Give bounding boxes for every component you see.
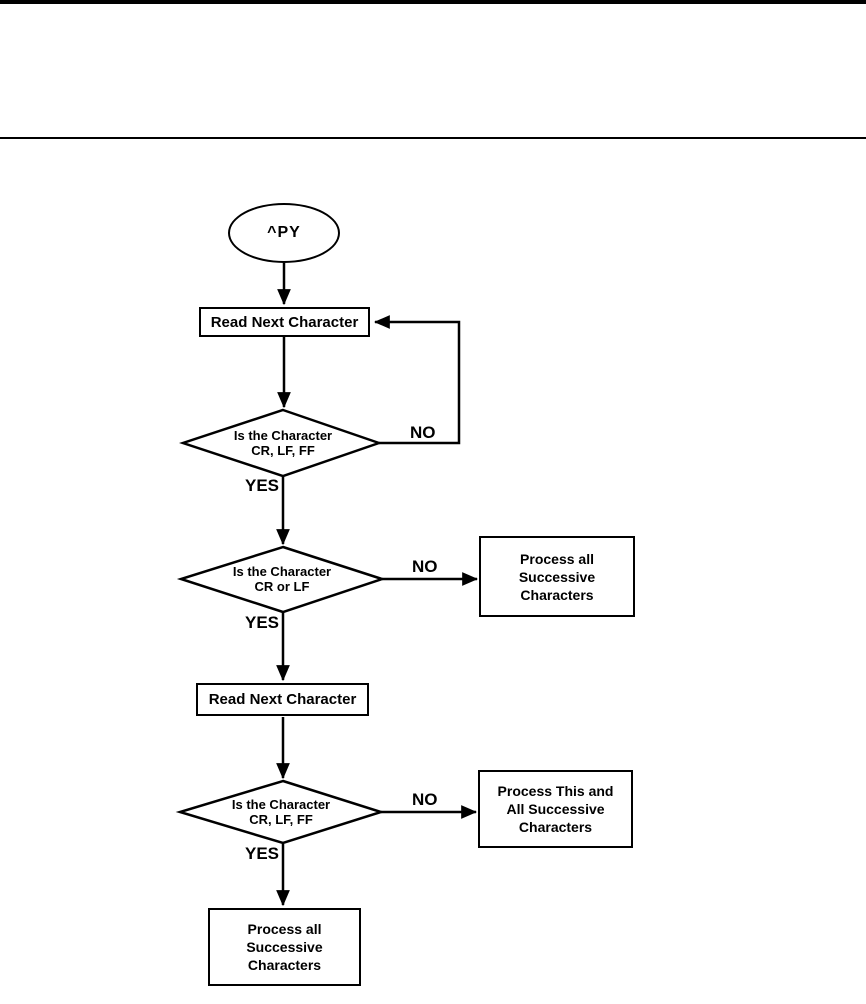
process-all-successive-2-line1: Process all bbox=[247, 921, 322, 937]
arrow-decision1-no-loop bbox=[373, 315, 461, 445]
process-this-and-all-line2: All Successive bbox=[506, 801, 605, 817]
scan-edge-bar bbox=[0, 0, 866, 4]
branch-label-no-1: NO bbox=[410, 423, 436, 442]
branch-label-yes-3: YES bbox=[245, 844, 280, 863]
process-this-and-all: Process This and All Successive Characte… bbox=[478, 770, 633, 848]
process-all-successive-1: Process all Successive Characters bbox=[479, 536, 635, 617]
process-all-successive-1-line1: Process all bbox=[520, 550, 594, 567]
decision-2-text: Is the Character CR or LF bbox=[182, 564, 382, 594]
decision-3-text: Is the Character CR, LF, FF bbox=[181, 797, 381, 827]
process-all-successive-2-line2: Successive bbox=[246, 939, 323, 955]
decision-1-text: Is the Character CR, LF, FF bbox=[183, 428, 383, 458]
start-terminator: ^PY bbox=[228, 203, 340, 263]
process-read-next-1-label: Read Next Character bbox=[210, 313, 359, 331]
decision-diamond-1 bbox=[179, 408, 383, 478]
header-rule-line bbox=[0, 137, 866, 139]
branch-label-yes-1: YES bbox=[245, 476, 280, 495]
decision-1-line1: Is the Character bbox=[233, 428, 333, 443]
decision-1-line2: CR, LF, FF bbox=[251, 443, 315, 458]
decision-3-line2: CR, LF, FF bbox=[249, 812, 313, 827]
process-read-next-2: Read Next Character bbox=[196, 683, 369, 716]
decision-diamond-3 bbox=[175, 779, 386, 845]
branch-label-no-2: NO bbox=[412, 557, 438, 576]
process-all-successive-1-line3: Characters bbox=[520, 586, 594, 603]
process-this-and-all-line3: Characters bbox=[518, 819, 593, 835]
decision-2-line1: Is the Character bbox=[232, 564, 332, 579]
decision-3-line1: Is the Character bbox=[231, 797, 331, 812]
decision-2-line2: CR or LF bbox=[254, 579, 310, 594]
branch-label-yes-2: YES bbox=[245, 613, 280, 632]
process-all-successive-2: Process all Successive Characters bbox=[208, 908, 361, 986]
start-label: ^PY bbox=[267, 224, 301, 241]
process-all-successive-1-line2: Successive bbox=[518, 568, 596, 585]
process-this-and-all-line1: Process This and bbox=[497, 783, 614, 799]
branch-label-no-3: NO bbox=[412, 790, 438, 809]
process-all-successive-2-line3: Characters bbox=[247, 957, 322, 973]
decision-diamond-2 bbox=[176, 545, 387, 614]
process-read-next-2-label: Read Next Character bbox=[208, 691, 357, 708]
process-read-next-1: Read Next Character bbox=[199, 307, 370, 337]
